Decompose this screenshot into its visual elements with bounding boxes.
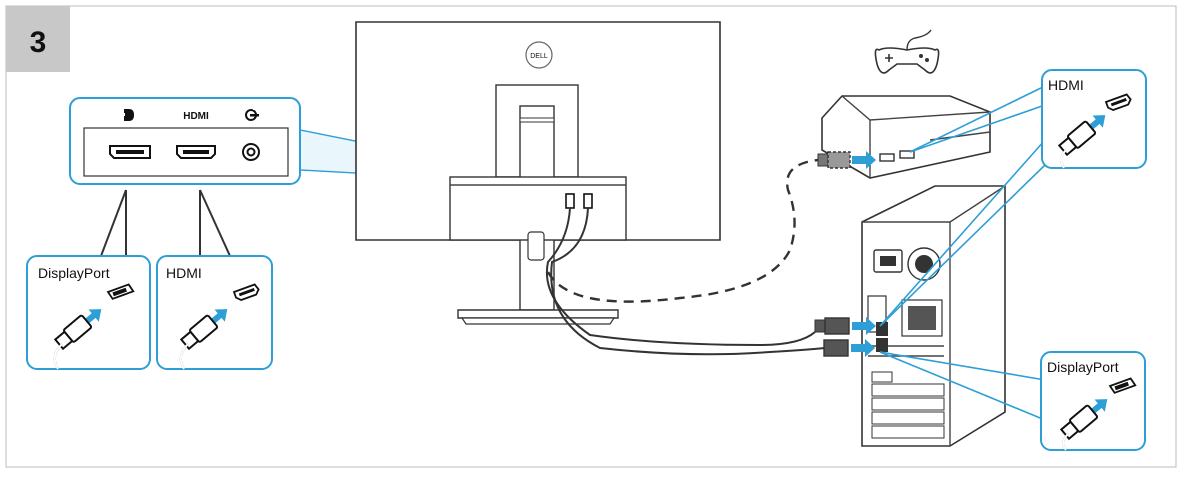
callout-displayport-right-label: DisplayPort [1047, 359, 1119, 375]
callout-displayport-left-label: DisplayPort [38, 265, 110, 281]
callout-hdmi-left: HDMI [156, 255, 273, 370]
displayport-port [109, 145, 151, 159]
displayport-plug-icon [53, 314, 93, 351]
step-number: 3 [30, 26, 47, 59]
callout-hdmi-right-label: HDMI [1048, 77, 1084, 93]
step-badge [6, 6, 70, 72]
callout-hdmi-right: HDMI [1041, 69, 1147, 169]
audio-port [242, 143, 260, 161]
gamepad-icon [874, 29, 940, 74]
hdmi-plug-icon [179, 314, 219, 351]
callout-displayport-right: DisplayPort [1040, 351, 1146, 451]
monitor: DELL [355, 21, 721, 325]
tower-displayport-plug [823, 339, 875, 357]
displayport-icon [122, 109, 134, 121]
hdmi-port-label: HDMI [183, 111, 209, 122]
dell-logo-text: DELL [530, 53, 548, 60]
console-hdmi-plug [817, 151, 876, 169]
callout-displayport-left: DisplayPort [26, 255, 151, 370]
tower-hdmi-plug [814, 317, 876, 335]
audio-out-icon [245, 107, 259, 121]
dell-logo [525, 41, 553, 69]
callout-hdmi-left-label: HDMI [166, 265, 202, 281]
dashed-cable [546, 158, 819, 303]
hdmi-port [176, 145, 216, 159]
